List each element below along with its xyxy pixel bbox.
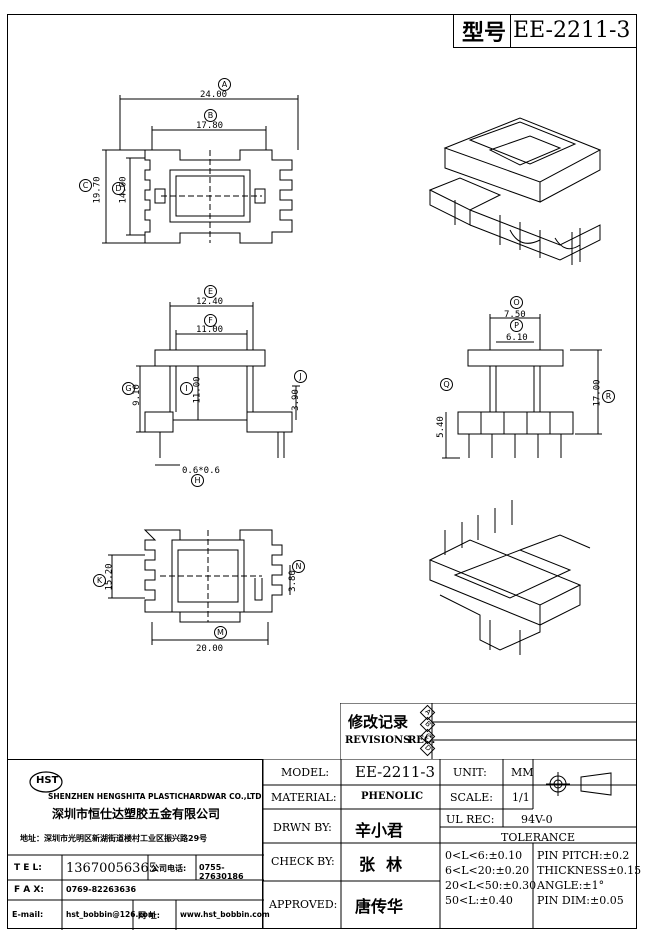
company-address: 地址：深圳市光明区新湖街道楼村工业区振兴路29号: [20, 834, 208, 843]
check-label: CHECK BY:: [271, 855, 335, 868]
model-number: EE-2211-3: [513, 18, 631, 43]
dim-r: 17.00: [592, 379, 603, 407]
callout-r: R: [602, 390, 615, 403]
dim-q: 5.40: [435, 416, 446, 438]
scale-label: SCALE:: [450, 791, 493, 804]
material-label: MATERIAL:: [271, 791, 337, 804]
dim-c: 19.70: [92, 176, 103, 204]
iso-view-bottom: [428, 500, 591, 655]
dim-a: 24.00: [200, 90, 228, 100]
callout-a: A: [218, 78, 231, 91]
callout-o: O: [510, 296, 523, 309]
tol-right-4: PIN DIM:±0.05: [537, 894, 624, 907]
tol-right-1: PIN PITCH:±0.2: [537, 849, 630, 862]
callout-b: B: [204, 109, 217, 122]
approved-value: 唐传华: [355, 897, 404, 916]
unit-label: UNIT:: [453, 766, 487, 779]
web-label: 网 址:: [138, 911, 160, 920]
callout-f: F: [204, 314, 217, 327]
dim-h: 0.6*0.6: [182, 466, 220, 476]
dim-o: 7.50: [504, 310, 526, 320]
dim-p: 6.10: [506, 333, 528, 343]
revisions-rec: REC.: [408, 735, 436, 746]
callout-m: M: [214, 626, 227, 639]
dim-j: 3.90: [290, 389, 301, 411]
tel-label: T E L:: [14, 863, 42, 873]
callout-p: P: [510, 319, 523, 332]
tol-left-4: 50<L:±0.40: [445, 894, 513, 907]
company-name-en: SHENZHEN HENGSHITA PLASTICHARDWAR CO.,LT…: [48, 792, 262, 801]
dim-k: 15.20: [104, 563, 115, 591]
drwn-label: DRWN BY:: [273, 821, 332, 834]
tol-right-3: ANGLE:±1°: [537, 879, 605, 892]
company-phone-value: 0755-27630186: [199, 863, 244, 881]
dim-m: 20.00: [196, 644, 224, 654]
dim-n: 3.80: [287, 570, 298, 592]
callout-i: I: [180, 382, 193, 395]
callout-g: G: [122, 382, 135, 395]
spec-block: MODEL: EE-2211-3 UNIT: MM MATERIAL: PHEN…: [263, 759, 641, 929]
dim-f: 11.00: [196, 325, 224, 335]
approved-label: APPROVED:: [269, 898, 338, 911]
callout-c: C: [79, 179, 92, 192]
email-value: hst_bobbin@126.com: [66, 910, 156, 919]
company-logo: HST: [36, 775, 59, 786]
web-value: www.hst_bobbin.com: [180, 910, 270, 919]
ul-label: UL REC:: [446, 813, 495, 826]
callout-q: Q: [440, 378, 453, 391]
material-value: PHENOLIC: [361, 791, 424, 802]
callout-k: K: [93, 574, 106, 587]
fax-value: 0769-82263636: [66, 885, 137, 894]
revisions-label-cn: 修改记录: [348, 713, 409, 731]
dim-e: 12.40: [196, 297, 224, 307]
callout-h: H: [191, 474, 204, 487]
callout-j: J: [294, 370, 307, 383]
company-name-cn: 深圳市恒仕达塑胶五金有限公司: [52, 807, 221, 821]
dim-i: 11.00: [192, 376, 203, 404]
side-view: [442, 314, 602, 459]
tolerance-left: 0<L<6:±0.10 6<L<20:±0.20 20<L<50:±0.30 5…: [445, 848, 536, 908]
email-label: E-mail:: [12, 910, 44, 919]
tolerance-right: PIN PITCH:±0.2 THICKNESS±0.15 ANGLE:±1° …: [537, 848, 641, 908]
drwn-value: 辛小君: [355, 821, 404, 840]
callout-e: E: [204, 285, 217, 298]
company-block: HST SHENZHEN HENGSHITA PLASTICHARDWAR CO…: [7, 759, 270, 930]
tel-value: 13670056365: [66, 861, 157, 876]
scale-value: 1/1: [512, 791, 530, 804]
tolerance-label: TOLERANCE: [501, 831, 575, 844]
dim-b: 17.80: [196, 121, 224, 131]
ul-value: 94V-0: [521, 813, 553, 826]
model-label: 型号: [454, 14, 512, 47]
tol-left-1: 0<L<6:±0.10: [445, 849, 523, 862]
iso-view-top: [428, 117, 602, 265]
check-value: 张 林: [359, 855, 403, 874]
model-value-2: EE-2211-3: [355, 763, 436, 781]
callout-n: N: [292, 560, 305, 573]
revisions-label-en: REVISIONS: [345, 735, 411, 746]
callout-d: D: [112, 182, 125, 195]
title-model-box: 型号 EE-2211-3: [453, 14, 637, 48]
tol-left-2: 6<L<20:±0.20: [445, 864, 530, 877]
tol-right-2: THICKNESS±0.15: [537, 864, 642, 877]
fax-label: F A X:: [14, 885, 44, 895]
front-view: [136, 302, 300, 466]
model-label-2: MODEL:: [281, 766, 330, 779]
unit-value: MM: [511, 766, 534, 779]
company-phone-label: 公司电话:: [151, 864, 187, 873]
technical-drawings: [102, 95, 602, 655]
bottom-view: [108, 529, 291, 645]
top-view: [102, 95, 299, 244]
tol-left-3: 20<L<50:±0.30: [445, 879, 537, 892]
